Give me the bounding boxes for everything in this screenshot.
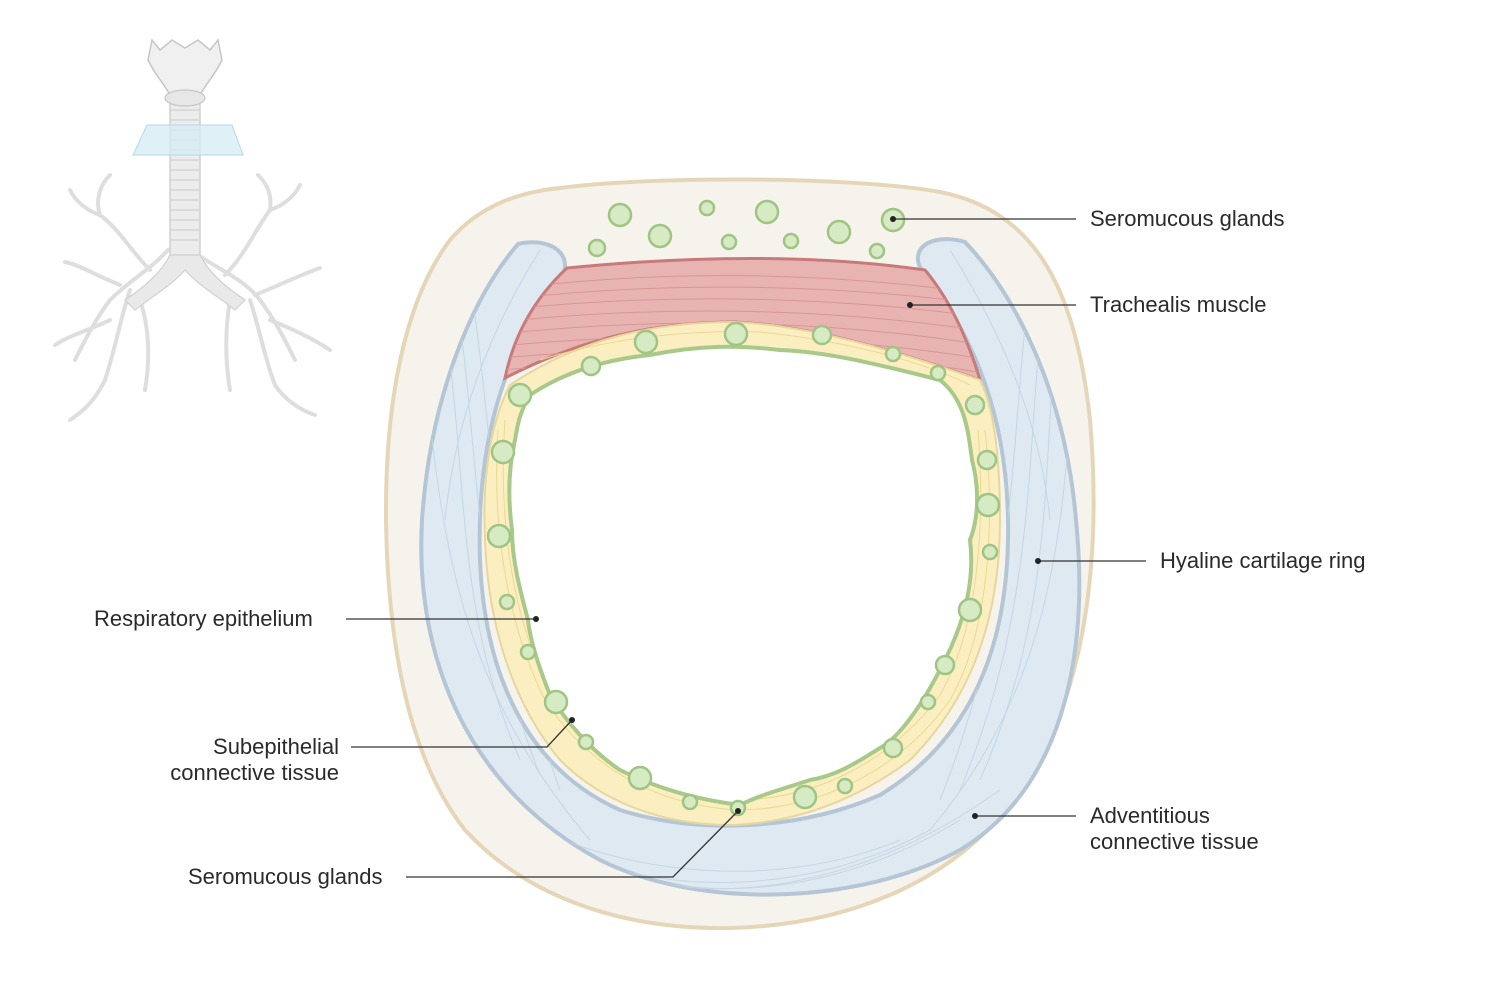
cricoid-icon xyxy=(164,89,206,107)
gland xyxy=(580,355,602,377)
gland xyxy=(720,233,738,251)
gland xyxy=(698,199,716,217)
leader-subepithelial xyxy=(351,719,573,748)
label-respiratory-epithelium: Respiratory epithelium xyxy=(94,606,313,631)
gland xyxy=(882,737,904,759)
gland xyxy=(486,523,512,549)
gland xyxy=(543,689,569,715)
gland xyxy=(976,449,998,471)
gland xyxy=(934,654,956,676)
section-plane-icon xyxy=(132,124,244,156)
label-adventitious-line2: connective tissue xyxy=(1090,829,1259,854)
gland xyxy=(868,242,886,260)
gland xyxy=(647,223,673,249)
gland xyxy=(929,364,947,382)
gland xyxy=(627,765,653,791)
gland xyxy=(754,199,780,225)
label-seromucous-glands-top: Seromucous glands xyxy=(1090,206,1285,231)
gland xyxy=(633,329,659,355)
dot-respiratory xyxy=(533,616,539,622)
gland xyxy=(836,777,854,795)
adventitial-glands xyxy=(587,199,906,260)
gland xyxy=(981,543,999,561)
leader-seromucous-bottom xyxy=(406,810,739,878)
gland xyxy=(957,597,983,623)
dot-seromucous-top xyxy=(890,216,896,222)
dot-trachealis xyxy=(907,302,913,308)
label-trachealis-muscle: Trachealis muscle xyxy=(1090,292,1267,317)
gland xyxy=(975,492,1001,518)
label-seromucous-glands-bottom: Seromucous glands xyxy=(188,864,383,889)
larynx-icon xyxy=(147,38,223,96)
gland xyxy=(498,593,516,611)
dot-adventitious xyxy=(972,813,978,819)
label-subepithelial-connective-tissue: Subepithelial connective tissue xyxy=(120,734,339,786)
gland xyxy=(607,202,633,228)
gland xyxy=(577,733,595,751)
gland xyxy=(490,439,516,465)
leader-lines xyxy=(346,218,1146,878)
label-adventitious-line1: Adventitious xyxy=(1090,803,1210,828)
submucosal-glands xyxy=(486,321,1001,817)
gland xyxy=(884,345,902,363)
orientation-trachea-icon xyxy=(53,38,332,422)
carina-icon xyxy=(124,254,246,311)
label-subepithelial-line1: Subepithelial xyxy=(213,734,339,759)
label-adventitious-connective-tissue: Adventitious connective tissue xyxy=(1090,803,1259,855)
gland xyxy=(681,793,699,811)
gland xyxy=(811,324,833,346)
label-hyaline-cartilage-ring: Hyaline cartilage ring xyxy=(1160,548,1366,573)
gland xyxy=(782,232,800,250)
bronchial-tree-icon xyxy=(53,173,332,422)
hyaline-cartilage-ring xyxy=(419,237,1082,897)
gland xyxy=(826,219,852,245)
gland xyxy=(507,382,533,408)
dot-seromucous-bottom xyxy=(735,808,741,814)
dot-subepithelial xyxy=(569,717,575,723)
leader-dots xyxy=(533,216,1041,819)
gland xyxy=(723,321,749,347)
gland xyxy=(919,693,937,711)
gland xyxy=(587,238,607,258)
dot-hyaline xyxy=(1035,558,1041,564)
gland xyxy=(519,643,537,661)
gland xyxy=(792,784,818,810)
label-subepithelial-line2: connective tissue xyxy=(170,760,339,785)
gland xyxy=(964,394,986,416)
